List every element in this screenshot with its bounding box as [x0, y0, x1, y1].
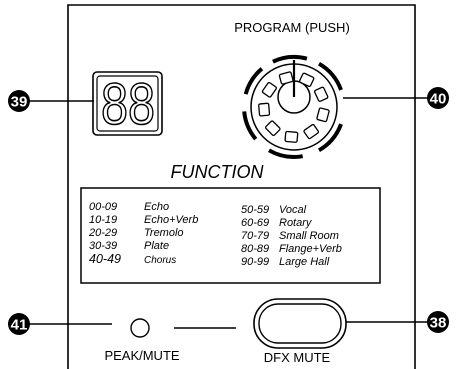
program-label: PROGRAM (PUSH) [234, 20, 350, 35]
fx-right-2-name: Small Room [279, 230, 339, 242]
knob-notch [258, 102, 271, 117]
program-knob[interactable] [242, 55, 343, 159]
callout-39: 39 [8, 90, 30, 112]
function-table-box [80, 187, 381, 284]
dfx-mute-button[interactable] [253, 298, 347, 349]
fx-right-3-range: 80-89 [241, 243, 269, 255]
display-digits: 88 [101, 72, 155, 137]
knob-rotation-arc [317, 123, 343, 153]
fx-left-0-name: Echo [144, 201, 169, 213]
peak-mute-label: PEAK/MUTE [104, 348, 179, 363]
function-list-left: 00-09 Echo 10-19 Echo+Verb 20-29 Tremolo… [88, 201, 198, 266]
fx-left-0-range: 00-09 [89, 201, 117, 213]
knob-notch [261, 81, 277, 98]
dfx-mute-button-inner [258, 303, 342, 344]
fx-right-0-range: 50-59 [241, 204, 269, 216]
function-list-right: 50-59 Vocal 60-69 Rotary 70-79 Small Roo… [241, 204, 342, 268]
knob-rotation-arc [317, 61, 343, 91]
fx-right-1-range: 60-69 [241, 217, 269, 229]
callout-40: 40 [427, 87, 449, 109]
knob-rotation-arc [268, 148, 304, 159]
fx-left-1-name: Echo+Verb [144, 214, 198, 226]
callout-38-number: 38 [430, 315, 447, 332]
knob-notch [313, 86, 329, 103]
fx-left-2-name: Tremolo [144, 227, 184, 239]
knob-notch [278, 71, 294, 85]
peak-mute-led [130, 318, 150, 338]
callout-41-circle [8, 313, 30, 335]
fx-right-4-name: Large Hall [279, 256, 330, 268]
callout-39-circle [8, 90, 30, 112]
knob-notch [316, 107, 330, 123]
callout-41-number: 41 [11, 317, 28, 334]
knob-notch [284, 130, 299, 143]
callout-41: 41 [8, 313, 30, 335]
knob-rotation-arc [242, 111, 258, 141]
fx-left-3-range: 30-39 [89, 240, 117, 252]
fx-right-0-name: Vocal [279, 204, 307, 216]
fx-right-3-name: Flange+Verb [279, 243, 342, 255]
fx-right-4-range: 90-99 [241, 256, 269, 268]
display-inner-frame [96, 75, 159, 132]
fx-right-1-name: Rotary [279, 217, 313, 229]
dfx-mute-label: DFX MUTE [264, 350, 331, 365]
knob-notch [298, 72, 315, 88]
callout-39-number: 39 [11, 94, 28, 111]
fx-left-3-name: Plate [144, 240, 169, 252]
fx-left-1-range: 10-19 [89, 214, 117, 226]
knob-rotation-arc [272, 55, 308, 64]
callout-38: 38 [427, 311, 449, 333]
digit-display: 88 [92, 71, 163, 138]
knob-notch [303, 124, 320, 140]
function-title: FUNCTION [171, 162, 265, 182]
fx-left-2-range: 20-29 [88, 227, 117, 239]
fx-left-4-name: Chorus [144, 255, 176, 266]
knob-rotation-arc [243, 67, 264, 95]
callout-40-number: 40 [430, 91, 447, 108]
callout-38-circle [427, 311, 449, 333]
knob-notch [264, 120, 281, 137]
callout-40-circle [427, 87, 449, 109]
fx-right-2-range: 70-79 [241, 230, 269, 242]
panel-outline [67, 4, 416, 369]
fx-left-4-range: 40-49 [89, 252, 121, 266]
